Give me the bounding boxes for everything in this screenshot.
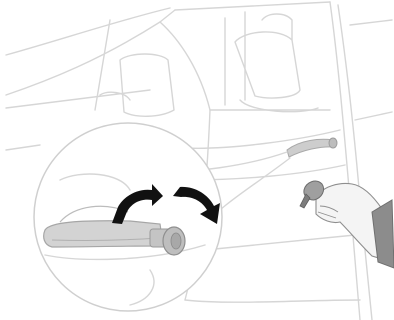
door-handle-small [287,138,337,157]
seat-outline [100,14,318,116]
magnifier-circle [34,123,222,311]
